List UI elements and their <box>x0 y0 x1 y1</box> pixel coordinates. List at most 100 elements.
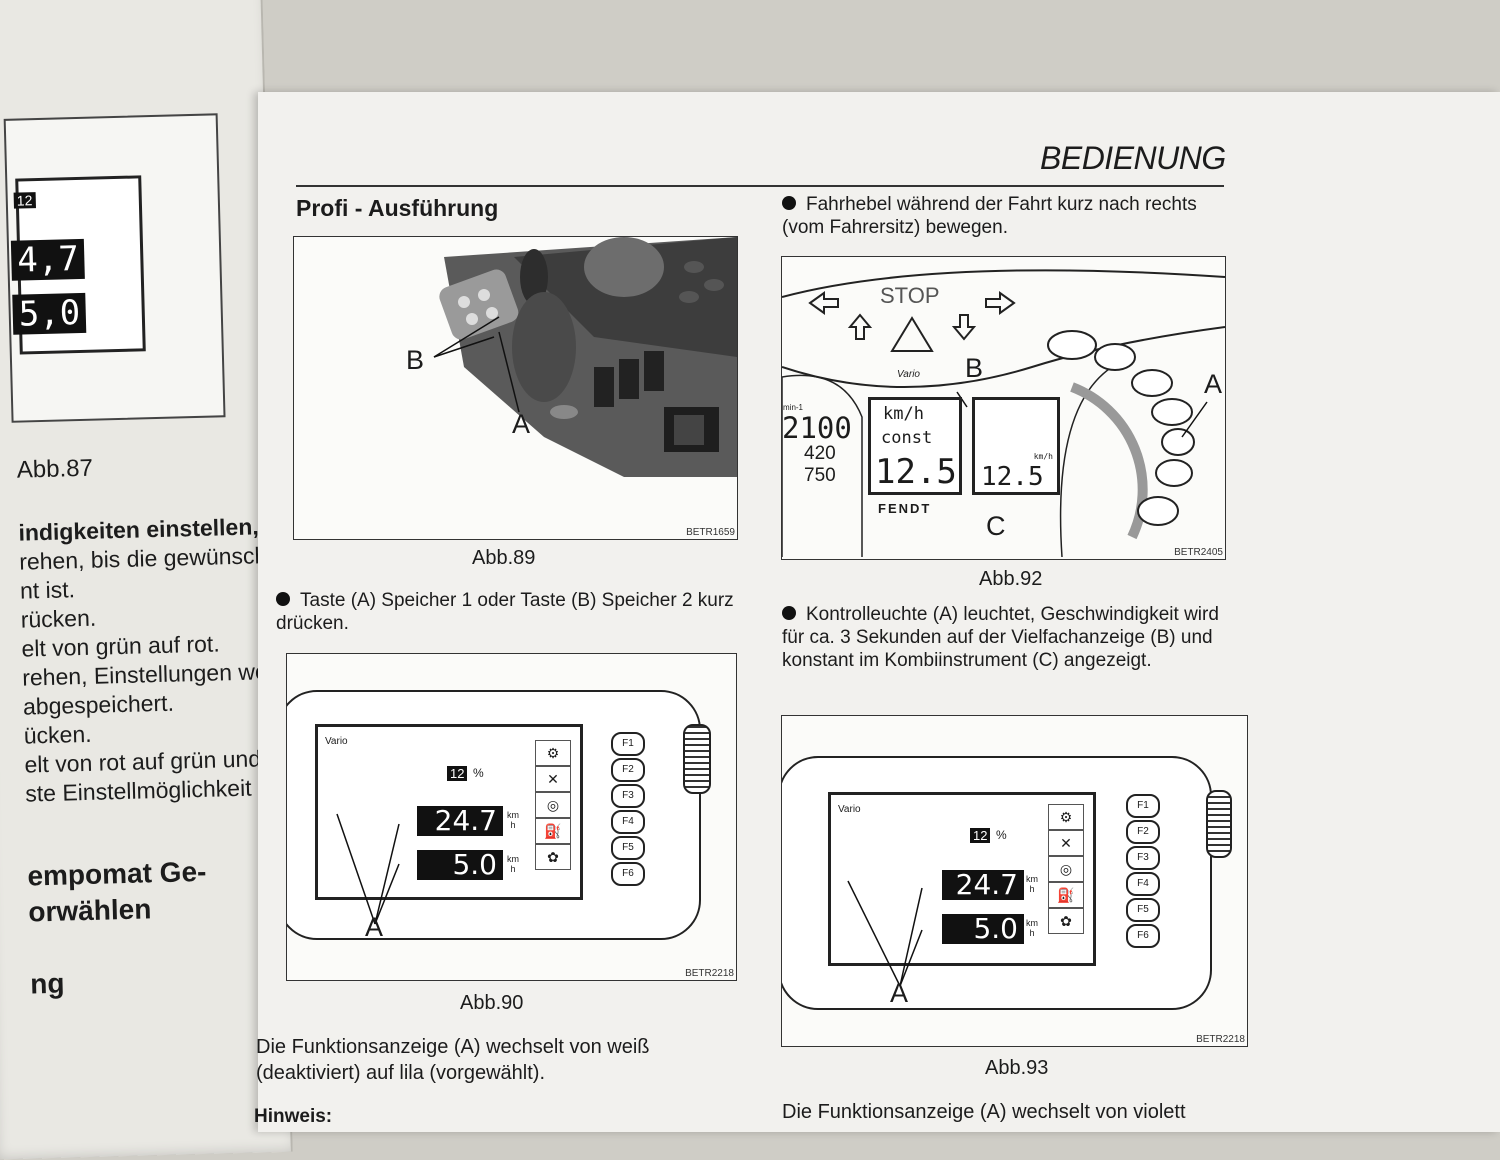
rotary-knob[interactable] <box>683 724 711 794</box>
stop-label: STOP <box>880 283 940 308</box>
label-a: A <box>890 978 909 1008</box>
fuel-icon: ⛽ <box>535 818 571 844</box>
secondary-lcd: km/h 12.5 <box>972 397 1060 495</box>
value-box-2: 5.0 <box>942 914 1024 944</box>
dashboard-outline <box>782 269 1225 558</box>
logo-icon: ✿ <box>1048 908 1084 934</box>
fkey-f5[interactable]: F5 <box>611 836 645 860</box>
figure-93-caption: Abb.93 <box>985 1057 1049 1079</box>
brand-label: Vario <box>897 369 920 380</box>
bullet-3: Kontrolleuchte (A) leuchtet, Geschwindig… <box>782 603 1234 672</box>
fkey-f6[interactable]: F6 <box>611 862 645 886</box>
gear-icon: ⚙ <box>1048 804 1084 830</box>
left-page: 12 4,7 5,0 Abb.87 indigkeiten einstellen… <box>0 0 293 1160</box>
left-value-2: 5,0 <box>12 292 87 335</box>
cross-icon: ✕ <box>535 766 571 792</box>
figure-code: BETR2405 <box>1174 547 1223 558</box>
percent-badge: 12 <box>447 766 468 781</box>
fkey-f1[interactable]: F1 <box>611 732 645 756</box>
left-text-lines: indigkeiten einstellen, rehen, bis die g… <box>18 512 268 808</box>
page-header-title: BEDIENUNG <box>1040 140 1226 176</box>
gear-icon: ⚙ <box>535 740 571 766</box>
fkey-f2[interactable]: F2 <box>1126 820 1160 844</box>
figure-89-caption: Abb.89 <box>472 547 536 569</box>
paragraph-1: Die Funktionsanzeige (A) wechselt von we… <box>256 1036 650 1084</box>
pointer-lines <box>847 880 923 987</box>
bullet-dot <box>276 591 290 606</box>
bullet-1-text: Taste (A) Speicher 1 oder Taste (B) Spei… <box>276 590 734 634</box>
bullet-dot <box>782 605 796 620</box>
pointer-lines <box>336 813 400 925</box>
header-rule <box>296 185 1224 187</box>
figure-92: STOP Vario min-1 2100 420 750 km/h const… <box>781 256 1226 560</box>
speed-lcd: km/h const 12.5 <box>868 397 962 495</box>
fkey-f4[interactable]: F4 <box>611 810 645 834</box>
drive-icon: ◎ <box>1048 856 1084 882</box>
bullet-1: Taste (A) Speicher 1 oder Taste (B) Spei… <box>276 589 736 635</box>
fuel-icon: ⛽ <box>1048 882 1084 908</box>
value-750: 750 <box>804 465 836 486</box>
left-caption: Abb.87 <box>16 454 94 484</box>
drive-icon: ◎ <box>535 792 571 818</box>
speed-small: 12.5 <box>981 462 1044 492</box>
section-title: Profi - Ausführung <box>296 195 499 221</box>
bullet-dot <box>782 195 796 210</box>
kmh-small: km/h <box>1033 452 1053 461</box>
speed-big: 12.5 <box>875 452 957 492</box>
rpm-value: 2100 <box>782 411 852 445</box>
const-label: const <box>881 428 933 448</box>
left-heading-line: ng <box>29 967 65 1000</box>
left-percent-badge: 12 <box>13 192 36 209</box>
label-a: A <box>365 912 384 942</box>
fkey-f5[interactable]: F5 <box>1126 898 1160 922</box>
paragraph-2: Die Funktionsanzeige (A) wechselt von vi… <box>782 1101 1186 1123</box>
rpm-unit: min-1 <box>783 403 804 412</box>
figure-90-caption: Abb.90 <box>460 992 524 1014</box>
left-heading: empomat Ge- orwählen ng <box>27 854 210 1003</box>
speed-unit: km/h <box>883 404 924 424</box>
figure-code: BETR2218 <box>1196 1034 1245 1045</box>
left-heading-line: orwählen <box>28 893 152 928</box>
value-box-1: 24.7 <box>417 806 503 836</box>
left-line: ste Einstellmöglichkeit <box>24 774 252 807</box>
brand-label: Vario <box>838 804 861 815</box>
fkey-f6[interactable]: F6 <box>1126 924 1160 948</box>
label-a: A <box>1204 369 1223 399</box>
value-420: 420 <box>804 443 836 464</box>
bullet-2-text: Fahrhebel während der Fahrt kurz nach re… <box>782 194 1197 238</box>
rotary-knob[interactable] <box>1206 790 1232 858</box>
logo-icon: ✿ <box>535 844 571 870</box>
figure-code: BETR2218 <box>685 968 734 979</box>
control-panel-photo <box>294 237 737 539</box>
fkey-f3[interactable]: F3 <box>1126 846 1160 870</box>
label-b: B <box>965 353 984 383</box>
label-b: B <box>406 345 425 375</box>
figure-code: BETR1659 <box>686 527 735 538</box>
fkey-f2[interactable]: F2 <box>611 758 645 782</box>
bullet-2: Fahrhebel während der Fahrt kurz nach re… <box>782 193 1202 239</box>
left-heading-line: empomat Ge- <box>27 855 207 892</box>
bullet-3-text: Kontrolleuchte (A) leuchtet, Geschwindig… <box>782 604 1219 671</box>
fendt-logo: FENDT <box>878 501 932 516</box>
fkey-f3[interactable]: F3 <box>611 784 645 808</box>
brand-label: Vario <box>325 736 348 747</box>
value-box-1: 24.7 <box>942 870 1024 900</box>
figure-92-caption: Abb.92 <box>979 568 1043 590</box>
percent-badge: 12 <box>970 828 991 843</box>
percent-sign: % <box>473 766 484 780</box>
left-value-1: 4,7 <box>10 238 86 281</box>
value-box-2: 5.0 <box>417 850 503 880</box>
label-c: C <box>986 511 1006 541</box>
label-a: A <box>512 409 531 439</box>
fkey-f1[interactable]: F1 <box>1126 794 1160 818</box>
cross-icon: ✕ <box>1048 830 1084 856</box>
figure-89: B A BETR1659 <box>293 236 738 540</box>
fkey-f4[interactable]: F4 <box>1126 872 1160 896</box>
percent-sign: % <box>996 828 1007 842</box>
